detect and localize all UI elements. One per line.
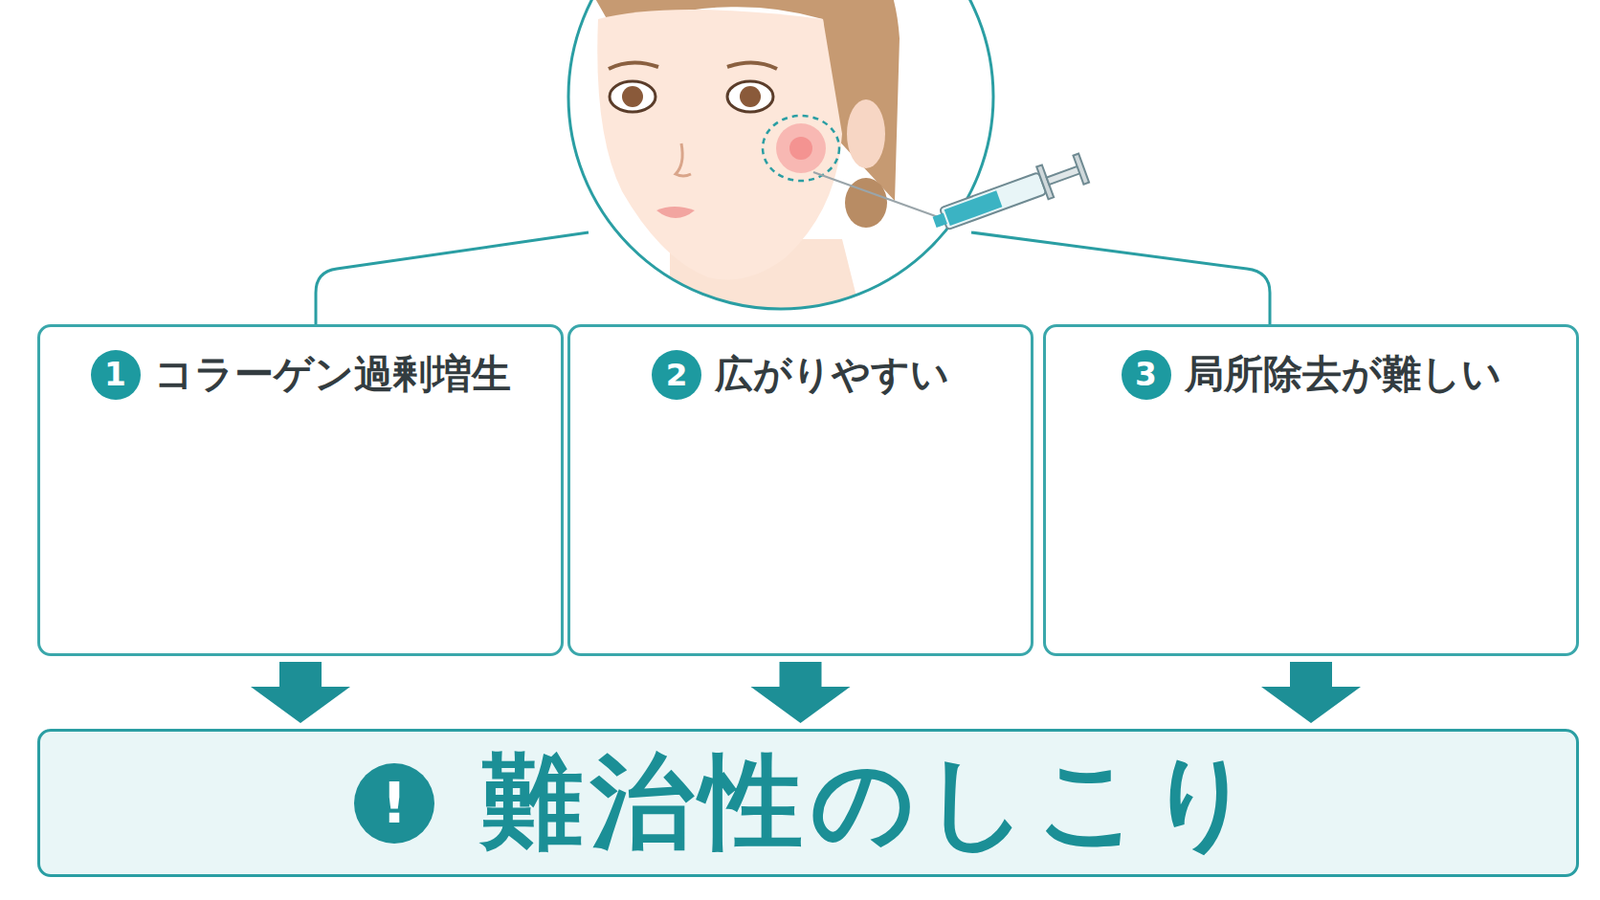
box-heading: 広がりやすい xyxy=(714,348,950,401)
heading-row: ! 難治性のしこり xyxy=(40,732,1577,875)
face-illustration xyxy=(568,0,1090,316)
box-heading: コラーゲン過剰増生 xyxy=(154,348,512,401)
result-title: 難治性のしこり xyxy=(480,733,1263,873)
callout-number: 3 xyxy=(1121,350,1172,400)
box-heading: 局所除去が難しい xyxy=(1184,348,1502,401)
heading-row: 2広がりやすい xyxy=(570,348,1031,401)
cause-box: 3局所除去が難しい xyxy=(1043,324,1579,657)
result-band: ! 難治性のしこり xyxy=(37,729,1579,878)
callout-number: 1 xyxy=(90,350,141,400)
cause-box: 2広がりやすい xyxy=(567,324,1034,657)
flow-arrow xyxy=(751,662,851,724)
callout-number: 2 xyxy=(651,350,702,400)
flow-arrow xyxy=(250,662,351,724)
heading-row: 1 コラーゲン過剰増生 xyxy=(40,348,561,401)
cause-box: 1 コラーゲン過剰増生 xyxy=(37,324,564,657)
flow-arrow xyxy=(1261,662,1361,724)
heading-row: 3局所除去が難しい xyxy=(1045,348,1577,401)
alert-icon: ! xyxy=(354,763,435,845)
